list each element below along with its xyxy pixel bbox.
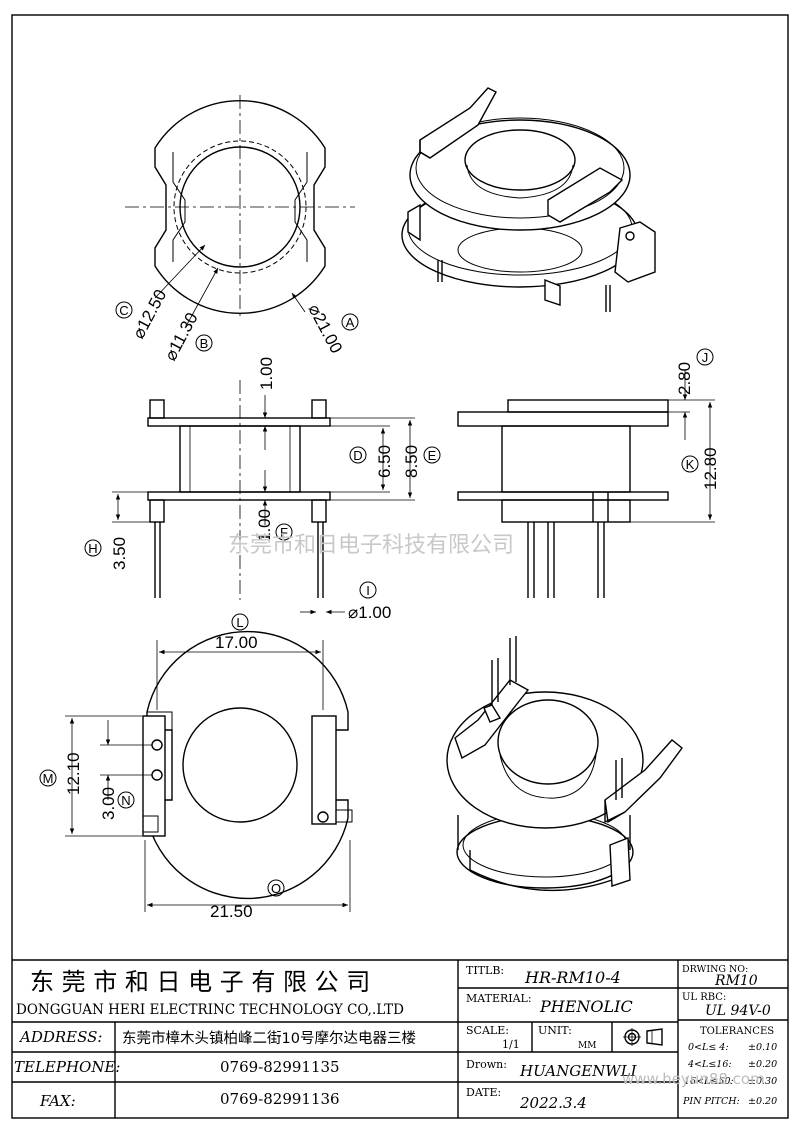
tolerance-1-range: 0<L≤ 4: bbox=[688, 1042, 729, 1053]
drown-value: HUANGENWLI bbox=[519, 1062, 638, 1080]
dim-i-value: ⌀1.00 bbox=[348, 603, 391, 622]
dim-a-value: ⌀21.00 bbox=[304, 301, 346, 357]
dim-d-value: 6.50 bbox=[375, 445, 394, 478]
ul-label: UL RBC: bbox=[682, 992, 726, 1003]
label-f: F bbox=[275, 523, 293, 541]
svg-text:A: A bbox=[346, 315, 355, 330]
tolerance-2-value: ±0.20 bbox=[748, 1059, 777, 1070]
svg-text:I: I bbox=[366, 583, 370, 598]
label-n: N bbox=[117, 791, 135, 809]
front-view bbox=[112, 380, 415, 615]
label-a: A bbox=[341, 313, 359, 331]
tolerance-1-value: ±0.10 bbox=[748, 1042, 777, 1053]
ul-value: UL 94V-0 bbox=[705, 1003, 771, 1019]
label-e: E bbox=[423, 446, 441, 464]
date-label: DATE: bbox=[466, 1086, 501, 1099]
tolerance-4-range: PIN PITCH: bbox=[682, 1096, 740, 1107]
watermark-url: www.heyun88.com bbox=[622, 1070, 765, 1088]
top-view bbox=[125, 95, 355, 329]
drawing-no-value: RM10 bbox=[714, 973, 758, 989]
dim-m-value: 12.10 bbox=[64, 752, 83, 795]
dim-e-value: 8.50 bbox=[402, 445, 421, 478]
company-name-en: DONGGUAN HERI ELECTRINC TECHNOLOGY CO,.L… bbox=[16, 1002, 404, 1018]
label-h: H bbox=[84, 539, 102, 557]
dim-n-value: 3.00 bbox=[99, 787, 118, 820]
scale-label: SCALE: bbox=[466, 1024, 509, 1037]
label-j: J bbox=[696, 348, 714, 366]
dim-l-value: 17.00 bbox=[215, 633, 258, 652]
unit-value: MM bbox=[578, 1041, 596, 1051]
label-d: D bbox=[349, 446, 367, 464]
side-view bbox=[457, 370, 715, 598]
dim-top-gap-value: 1.00 bbox=[257, 357, 276, 390]
drawing-frame bbox=[11, 14, 789, 1119]
label-k: K bbox=[681, 455, 699, 473]
label-i: I bbox=[359, 581, 377, 599]
svg-text:C: C bbox=[119, 303, 128, 318]
label-l: L bbox=[231, 613, 249, 631]
dim-f-value: 1.00 bbox=[255, 509, 274, 542]
material-label: MATERIAL: bbox=[466, 992, 532, 1005]
dim-j-value: 2.80 bbox=[675, 362, 694, 395]
tolerances-label: TOLERANCES bbox=[700, 1026, 774, 1037]
titlb-label: TITLB: bbox=[466, 964, 504, 977]
date-value: 2022.3.4 bbox=[519, 1094, 587, 1112]
drawing-no-label: DRWING NO: bbox=[682, 964, 748, 975]
label-c: C bbox=[115, 301, 133, 319]
svg-text:L: L bbox=[236, 615, 243, 630]
tolerance-4-value: ±0.20 bbox=[748, 1096, 777, 1107]
scale-value: 1/1 bbox=[502, 1038, 520, 1051]
watermark-text: 东莞市和日电子科技有限公司 bbox=[228, 533, 514, 558]
svg-text:M: M bbox=[43, 771, 54, 786]
svg-text:F: F bbox=[280, 525, 288, 540]
dim-b-value: ⌀11.30 bbox=[161, 309, 202, 363]
title-block bbox=[12, 959, 788, 1118]
tolerance-3-range: 16<L≤50: bbox=[684, 1076, 734, 1087]
dim-k-value: 12.80 bbox=[701, 447, 720, 490]
telephone-value: 0769-82991135 bbox=[220, 1058, 340, 1076]
label-m: M bbox=[39, 769, 57, 787]
label-b: B bbox=[195, 334, 213, 352]
svg-text:O: O bbox=[271, 881, 281, 896]
address-label: ADDRESS: bbox=[18, 1028, 102, 1046]
svg-text:H: H bbox=[88, 541, 97, 556]
svg-text:N: N bbox=[121, 793, 130, 808]
drown-label: Drown: bbox=[466, 1058, 507, 1071]
svg-text:J: J bbox=[702, 350, 709, 365]
titlb-value: HR-RM10-4 bbox=[524, 968, 621, 987]
unit-label: UNIT: bbox=[538, 1024, 572, 1037]
isometric-view-bottom bbox=[446, 636, 683, 892]
svg-text:K: K bbox=[686, 457, 695, 472]
tolerance-2-range: 4<L≤16: bbox=[687, 1059, 732, 1070]
company-name-cn: 东 莞 市 和 日 电 子 有 限 公 司 bbox=[30, 968, 370, 996]
dim-o-value: 21.50 bbox=[210, 902, 253, 921]
bottom-view bbox=[65, 630, 353, 912]
telephone-label: TELEPHONE: bbox=[14, 1058, 120, 1076]
dim-c-value: ⌀12.50 bbox=[129, 286, 171, 342]
fax-value: 0769-82991136 bbox=[220, 1090, 340, 1108]
isometric-view-top bbox=[401, 87, 656, 312]
dim-h-value: 3.50 bbox=[110, 537, 129, 570]
address-value: 东莞市樟木头镇柏峰二街10号摩尔达电器三楼 bbox=[122, 1029, 416, 1047]
label-o: O bbox=[267, 879, 285, 897]
svg-text:D: D bbox=[353, 448, 362, 463]
svg-text:E: E bbox=[428, 448, 437, 463]
material-value: PHENOLIC bbox=[539, 997, 633, 1016]
svg-text:B: B bbox=[200, 336, 209, 351]
fax-label: FAX: bbox=[39, 1092, 76, 1110]
tolerance-3-value: ±0.30 bbox=[748, 1076, 777, 1087]
